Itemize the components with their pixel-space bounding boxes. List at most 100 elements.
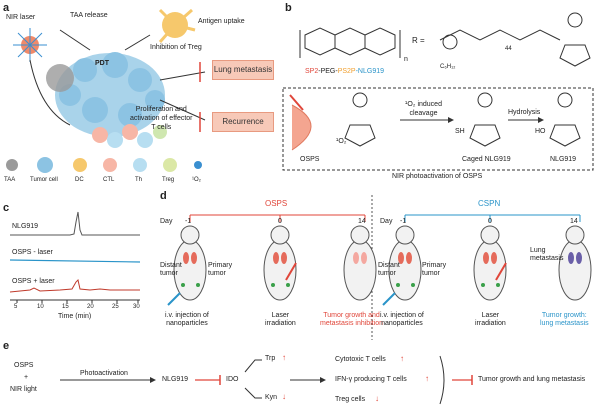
tumor-dot [181,283,500,287]
mechanism-caption: NIR photoactivation of OSPS [392,173,483,180]
trace-label-osps-plus: OSPS + laser [12,278,55,285]
panel-a-label: a [3,2,10,14]
pdt-label: PDT [95,60,109,67]
legend-th: Th [135,177,143,183]
polymer-structure [299,12,591,67]
arrow [159,71,206,81]
legend-ctl: CTL [103,177,115,183]
x-tick: 15 [62,304,69,310]
nanoparticle-icon [13,28,47,62]
up-arrow-icon: ↑ [400,354,404,363]
x-tick: 5 [14,304,18,310]
distant-tumor-left: Distant tumor [160,262,182,277]
lung-metastasis-box: Lung metastasis [212,60,274,80]
bracket [439,355,445,405]
alkyl-chain: C₆H₁₂ [440,64,456,70]
osps-group-title: OSPS [265,199,288,208]
day-minus1: -1 [185,218,192,225]
arrow [59,29,91,51]
arrow [244,359,262,373]
ido-text: IDO [226,376,239,383]
ho-group-label: HO [535,128,546,135]
day-label: Day [160,218,173,225]
polymer-peg: -PEG- [318,68,338,75]
outcome-left: Tumor growth and metastasis inhibition [320,312,384,327]
mechanism-box [282,87,594,171]
legend-treg: Treg [162,177,175,183]
cytotoxic-text: Cytotoxic T cells [335,356,386,363]
day-minus1-right: -1 [400,218,407,225]
plus-sign: + [24,374,29,381]
outcome-text: Tumor growth and lung metastasis [478,376,586,383]
x-tick: 30 [133,304,140,310]
primary-tumor-right: Primary tumor [422,262,447,277]
ifn-text: IFN-γ producing T cells [335,376,407,383]
repeat-n: n [404,56,408,63]
day-14: 14 [358,218,366,225]
day-label-right: Day [380,218,393,225]
lung-icon [183,252,582,264]
panel-e-label: e [3,340,10,352]
legend-tumor-cell: Tumor cell [30,177,58,183]
t-cell-cluster [92,124,167,148]
up-arrow-icon: ↑ [282,353,286,362]
caged-structure [344,92,581,147]
iv-injection-left: i.v. injection of nanoparticles [165,312,209,327]
laser-irradiation-right: Laser irradiation [475,312,506,327]
legend-taa: TAA [4,177,16,183]
x-axis-label: Time (min) [58,313,92,320]
arrow [29,59,71,126]
legend-dc: DC [75,177,84,183]
down-arrow-icon: ↓ [282,392,286,401]
polymer-sp2: SP2 [305,68,319,75]
day-0: 0 [278,218,282,225]
trace-label-osps-minus: OSPS - laser [12,249,53,256]
lung-metastasis-label: Lung metastasis [530,247,564,262]
polymer-ps2p: PS2P [337,68,356,75]
r-equals: R = [412,36,425,45]
x-tick: 10 [37,304,44,310]
outcome-right: Tumor growth: lung metastasis [540,312,589,327]
polymer-nlg919: -NLG919 [355,68,384,75]
antigen-uptake-label: Antigen uptake [198,18,245,25]
proliferation-label: Proliferation and activation of effector… [130,106,193,131]
syringe-icon [382,292,396,306]
photoactivation-text: Photoactivation [80,370,128,377]
trp-text: Trp [265,355,276,362]
x-tick: 25 [112,304,119,310]
nlg919-text: NLG919 [162,376,189,383]
up-arrow-icon: ↑ [425,374,429,383]
osps-label: OSPS [300,156,320,163]
nlg919-label: NLG919 [550,156,577,163]
iv-injection-right: i.v. injection of nanoparticles [380,312,424,327]
legend-icons [6,157,202,173]
arrow [244,387,262,399]
panel-b-label: b [285,2,292,14]
caged-nlg919-label: Caged NLG919 [462,156,511,163]
dendritic-cell-icon [158,8,196,43]
panel-d-label: d [160,190,167,202]
down-arrow-icon: ↓ [375,394,379,403]
chromatogram-axis [10,299,140,303]
distant-tumor-right: Distant tumor [378,262,400,277]
arrow [124,34,151,51]
laser-beam [285,262,297,281]
recurrence-box: Recurrence [212,112,274,132]
laser-beam [495,262,507,281]
nir-light-text: NIR light [10,386,37,393]
laser-irradiation-left: Laser irradiation [265,312,296,327]
nir-laser-label: NIR laser [6,14,36,21]
osps-particle-icon [289,94,312,151]
taa-release-label: TAA release [70,12,108,19]
arrow [159,99,206,121]
osps-text: OSPS [14,362,34,369]
trace-label-nlg919: NLG919 [12,223,39,230]
kyn-text: Kyn [265,394,278,401]
day-14-right: 14 [570,218,578,225]
o2-release-label: ¹O₂ [336,138,347,145]
cleavage-label: ¹O₂ induced cleavage [405,101,442,117]
peg-index: 44 [505,46,512,52]
panel-c-label: c [3,202,10,214]
polymer-name: SP2-PEG-PS2P-NLG919 [305,68,384,75]
